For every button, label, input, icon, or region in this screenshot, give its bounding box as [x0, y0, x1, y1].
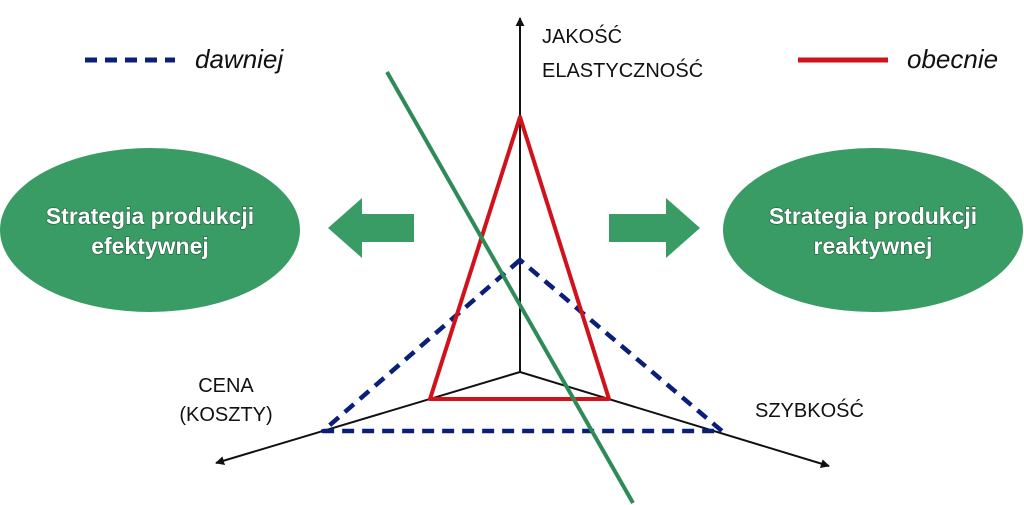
- axis-label-price: CENA: [198, 375, 254, 397]
- efficient-strategy-line1: Strategia produkcji: [46, 203, 254, 229]
- arrow-left-icon: [328, 198, 414, 258]
- price-axis: [215, 371, 521, 465]
- legend-present-label: obecnie: [907, 44, 998, 74]
- speed-axis: [519, 371, 830, 468]
- axis-label-flexibility: ELASTYCZNOŚĆ: [542, 58, 703, 82]
- axis-label-speed: SZYBKOŚĆ: [755, 398, 864, 422]
- axis-label-quality: JAKOŚĆ: [542, 24, 622, 48]
- reactive-strategy-line1: Strategia produkcji: [769, 203, 977, 229]
- reactive-strategy-line2: reaktywnej: [814, 233, 933, 259]
- efficient-strategy-line2: efektywnej: [91, 233, 209, 259]
- past-profile-triangle: [320, 257, 725, 434]
- arrow-right-icon: [609, 198, 700, 258]
- axis-label-costs: (KOSZTY): [179, 404, 272, 426]
- present-profile-triangle: [428, 115, 611, 401]
- strategy-divider-line: [385, 71, 635, 504]
- efficient-strategy-ellipse: [0, 148, 300, 312]
- reactive-strategy-ellipse: [723, 148, 1023, 312]
- legend-past-label: dawniej: [195, 44, 284, 74]
